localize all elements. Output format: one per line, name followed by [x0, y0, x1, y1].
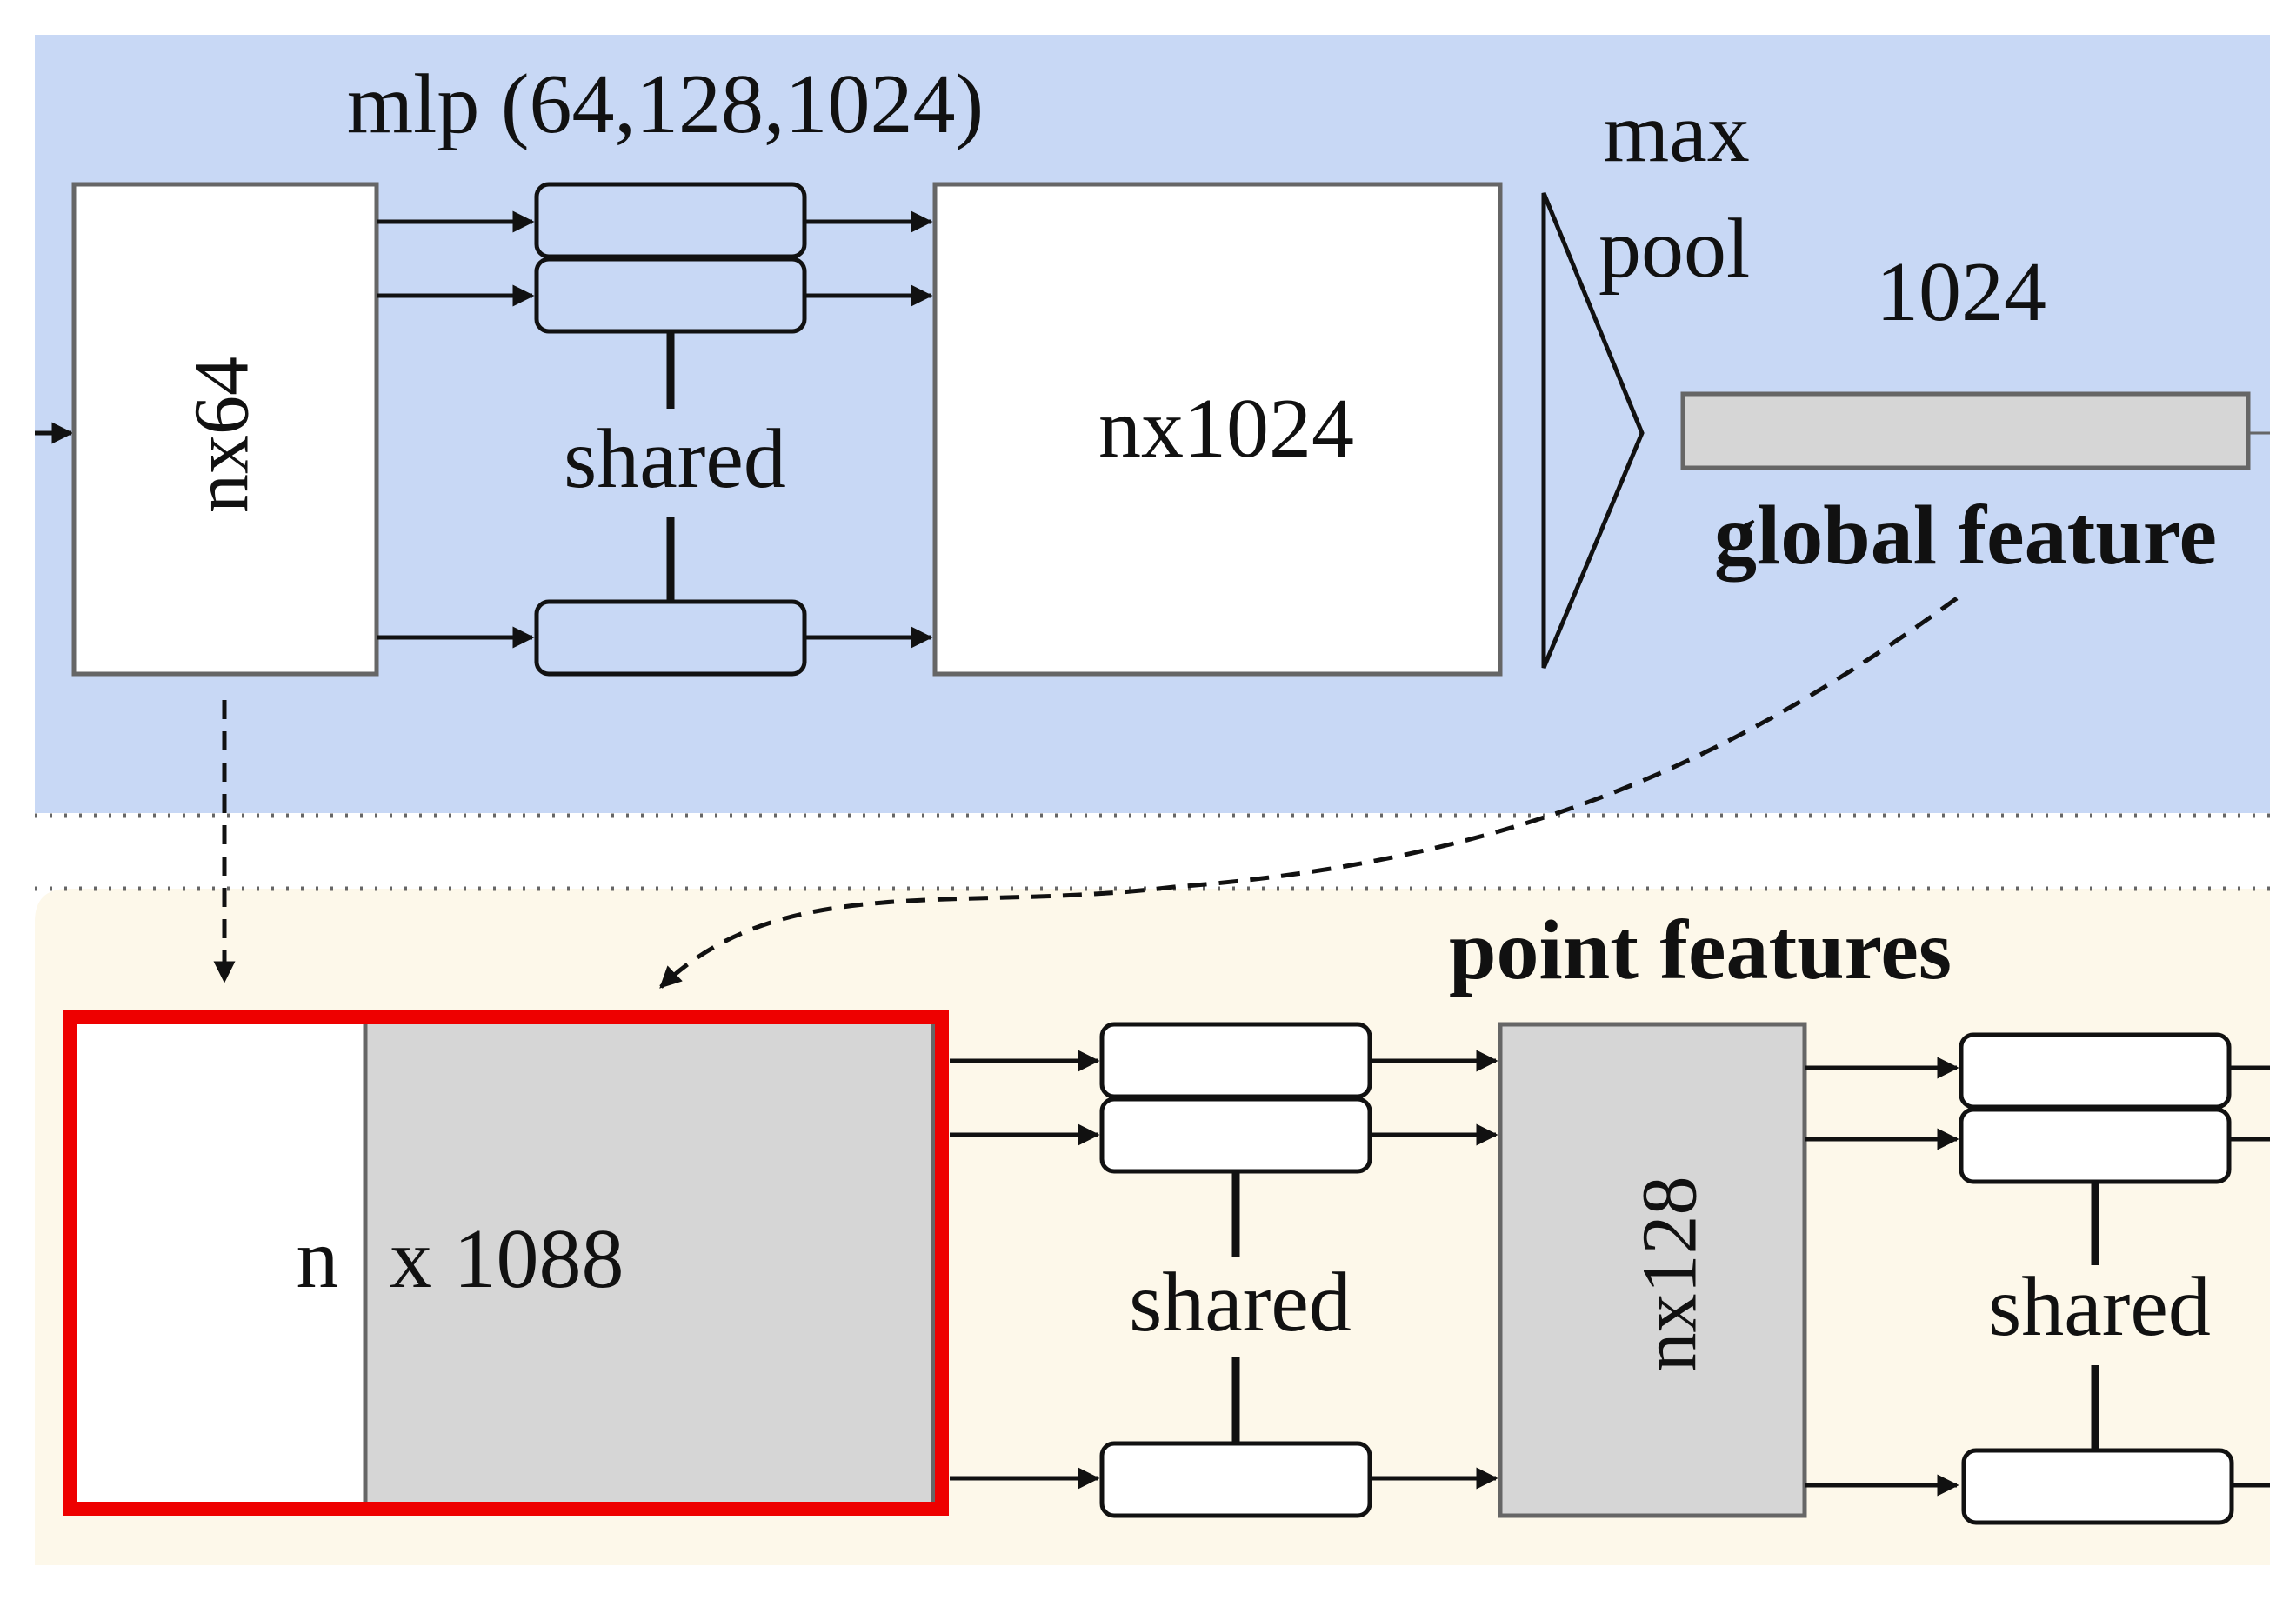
mlp-layer	[534, 257, 807, 334]
mlp-layer	[1099, 1441, 1372, 1518]
mlp-layer	[534, 599, 807, 677]
mlp-layer	[1099, 1097, 1372, 1174]
nx128-label: nx128	[1627, 1177, 1713, 1372]
shared-label-bottom-2: shared	[1988, 1260, 2211, 1354]
mlp-layer	[1959, 1032, 2232, 1110]
n-label: n	[297, 1212, 339, 1306]
maxpool-label-line1: max	[1603, 86, 1750, 180]
mlp-layer	[1099, 1022, 1372, 1099]
mlp-layer	[1961, 1448, 2234, 1525]
mlp-layer	[534, 182, 807, 259]
nx128-box	[1498, 1022, 1807, 1518]
maxpool-triangle	[1541, 192, 1645, 669]
point-features-label: point features	[1449, 903, 1952, 997]
shared-label-top: shared	[564, 412, 786, 506]
global-feature-label: global feature	[1714, 489, 2217, 583]
concat-gray-part	[363, 1019, 936, 1514]
shared-label-bottom-1: shared	[1129, 1256, 1352, 1350]
global-feature-bar	[1680, 391, 2251, 470]
dim-1024-label: 1024	[1876, 245, 2046, 339]
nx1024-label: nx1024	[1098, 382, 1354, 476]
nx64-label: nx64	[179, 357, 265, 513]
x1088-label: x 1088	[390, 1212, 624, 1306]
maxpool-label-line2: pool	[1599, 202, 1750, 296]
highlight-box	[63, 1010, 949, 1516]
mlp-layer	[1959, 1107, 2232, 1184]
nx1024-box	[932, 182, 1503, 677]
nx64-box	[71, 182, 379, 677]
mlp-label: mlp (64,128,1024)	[347, 57, 984, 151]
global-dashed-arrow	[659, 596, 1959, 989]
